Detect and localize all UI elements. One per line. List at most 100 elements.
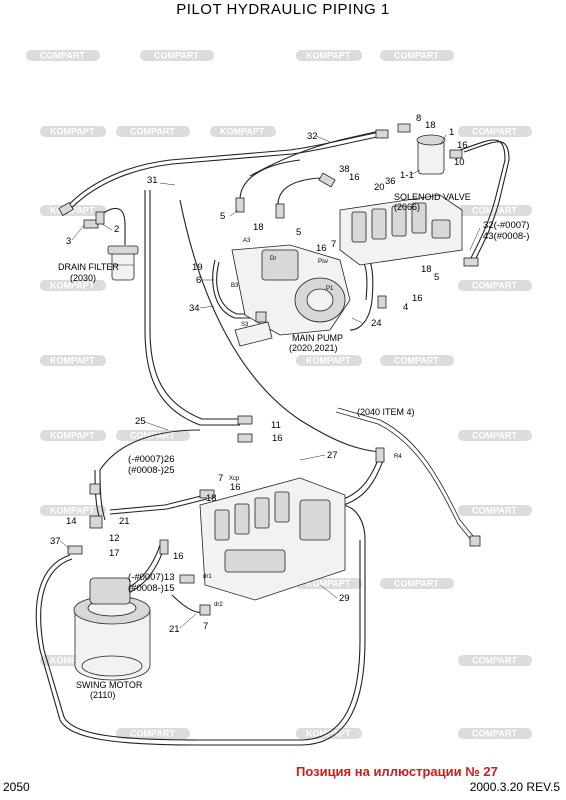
svg-text:COMPART: COMPART — [472, 206, 517, 216]
watermark-tile: COMPART — [458, 655, 532, 666]
watermark-tile: COMPART — [458, 280, 532, 291]
callout: 1-1 — [400, 170, 414, 181]
watermark-tile: KOMPAPT — [40, 355, 106, 366]
page-number: 2050 — [3, 780, 30, 794]
callout: 19 — [192, 262, 203, 273]
item-ref-label: (2040 ITEM 4) — [357, 407, 415, 417]
watermark-tile: COMPART — [380, 355, 454, 366]
callout: 18 — [421, 264, 432, 275]
callout: 8 — [416, 113, 421, 124]
drain-filter-ref: (2030) — [70, 273, 96, 283]
callout: 16 — [457, 140, 468, 151]
watermark-tile: COMPART — [458, 205, 532, 216]
callout: 18 — [206, 493, 217, 504]
callout: 31 — [147, 175, 158, 186]
callout: 16 — [412, 293, 423, 304]
callout: 29 — [339, 593, 350, 604]
port-label: Dr — [270, 256, 276, 262]
page-title: PILOT HYDRAULIC PIPING 1 — [176, 1, 390, 18]
callout: 14 — [66, 516, 77, 527]
solenoid-valve-component — [339, 194, 463, 266]
port-label: A3 — [243, 238, 251, 244]
svg-text:COMPART: COMPART — [40, 51, 85, 61]
watermark-tile: COMPART — [380, 50, 454, 61]
svg-text:COMPART: COMPART — [394, 51, 439, 61]
watermark-tile: COMPART — [116, 126, 190, 137]
swing-motor-component — [73, 577, 151, 681]
main-pump-component — [231, 244, 351, 347]
svg-text:KOMPAPT: KOMPAPT — [50, 206, 95, 216]
watermark-tile: KOMPAPT — [210, 126, 276, 137]
watermark-tile: KOMPAPT — [296, 728, 362, 739]
leader-lines — [59, 134, 481, 629]
callout: 27 — [327, 450, 338, 461]
control-valve-component — [199, 477, 346, 601]
solenoid-valve-ref: (2066) — [394, 202, 420, 212]
watermark-tile: COMPART — [26, 50, 100, 61]
callout: (#0008-)25 — [128, 465, 174, 476]
watermark-tile: COMPART — [458, 126, 532, 137]
callout: 17 — [109, 548, 120, 559]
fittings — [58, 123, 481, 616]
svg-text:KOMPAPT: KOMPAPT — [50, 506, 95, 516]
callout: 1 — [449, 127, 454, 138]
watermark-tile: KOMPAPT — [296, 355, 362, 366]
port-label: Psv — [318, 259, 328, 265]
callout: 21 — [169, 624, 180, 635]
callout: 21 — [119, 516, 130, 527]
main-pump-ref: (2020,2021) — [289, 343, 338, 353]
hose-lines — [35, 129, 510, 746]
svg-text:KOMPAPT: KOMPAPT — [50, 356, 95, 366]
port-label: P1 — [326, 286, 334, 292]
callout: 16 — [230, 482, 241, 493]
line-filter-component — [416, 134, 446, 175]
callout: 12 — [109, 533, 120, 544]
callout: 4 — [403, 302, 408, 313]
port-label: Xcp — [229, 476, 240, 482]
illustration-reference: Позиция на иллюстрации № 27 — [296, 764, 498, 779]
callout: 32 — [307, 131, 318, 142]
svg-text:COMPART: COMPART — [394, 356, 439, 366]
component-labels: DRAIN FILTER (2030) SOLENOID VALVE (2066… — [58, 192, 471, 700]
callout: 7 — [203, 621, 208, 632]
port-label: dr2 — [214, 602, 223, 608]
svg-text:COMPART: COMPART — [154, 51, 199, 61]
port-label: B3 — [231, 283, 239, 289]
watermark-tile: COMPART — [458, 430, 532, 441]
callout: 37 — [50, 536, 61, 547]
svg-text:KOMPAPT: KOMPAPT — [50, 656, 95, 666]
svg-text:KOMPAPT: KOMPAPT — [50, 431, 95, 441]
svg-text:COMPART: COMPART — [472, 127, 517, 137]
port-label: S3 — [241, 322, 249, 328]
svg-text:COMPART: COMPART — [472, 431, 517, 441]
callout: 36 — [385, 176, 396, 187]
callout: 34 — [189, 303, 200, 314]
watermark-tile: COMPART — [140, 50, 214, 61]
svg-text:COMPART: COMPART — [130, 729, 175, 739]
svg-text:COMPART: COMPART — [472, 656, 517, 666]
watermark-tile: COMPART — [458, 728, 532, 739]
watermark-tile: KOMPAPT — [296, 50, 362, 61]
svg-text:KOMPAPT: KOMPAPT — [306, 51, 351, 61]
svg-text:KOMPAPT: KOMPAPT — [50, 281, 95, 291]
callout: 16 — [349, 172, 360, 183]
callout: 20 — [374, 182, 385, 193]
svg-text:COMPART: COMPART — [472, 729, 517, 739]
svg-text:KOMPAPT: KOMPAPT — [306, 729, 351, 739]
swing-motor-label: SWING MOTOR — [76, 680, 143, 690]
callout: 16 — [173, 551, 184, 562]
drain-filter-label: DRAIN FILTER — [58, 262, 119, 272]
callout: (#0008-)15 — [128, 583, 174, 594]
callout: 11 — [271, 420, 281, 431]
callout: 18 — [253, 222, 264, 233]
svg-text:KOMPAPT: KOMPAPT — [306, 579, 351, 589]
swing-motor-ref: (2110) — [90, 690, 115, 700]
callout: 5 — [434, 272, 439, 283]
port-labels: A3 B3 S3 Dr Psv P1 Xcp dr1 dr2 R4 — [203, 238, 402, 608]
main-pump-label: MAIN PUMP — [292, 333, 343, 343]
callout: (-#0007)13 — [128, 572, 174, 583]
callout: 32(-#0007) — [483, 220, 529, 231]
callout: 2 — [114, 224, 119, 235]
callout: 7 — [331, 239, 336, 250]
